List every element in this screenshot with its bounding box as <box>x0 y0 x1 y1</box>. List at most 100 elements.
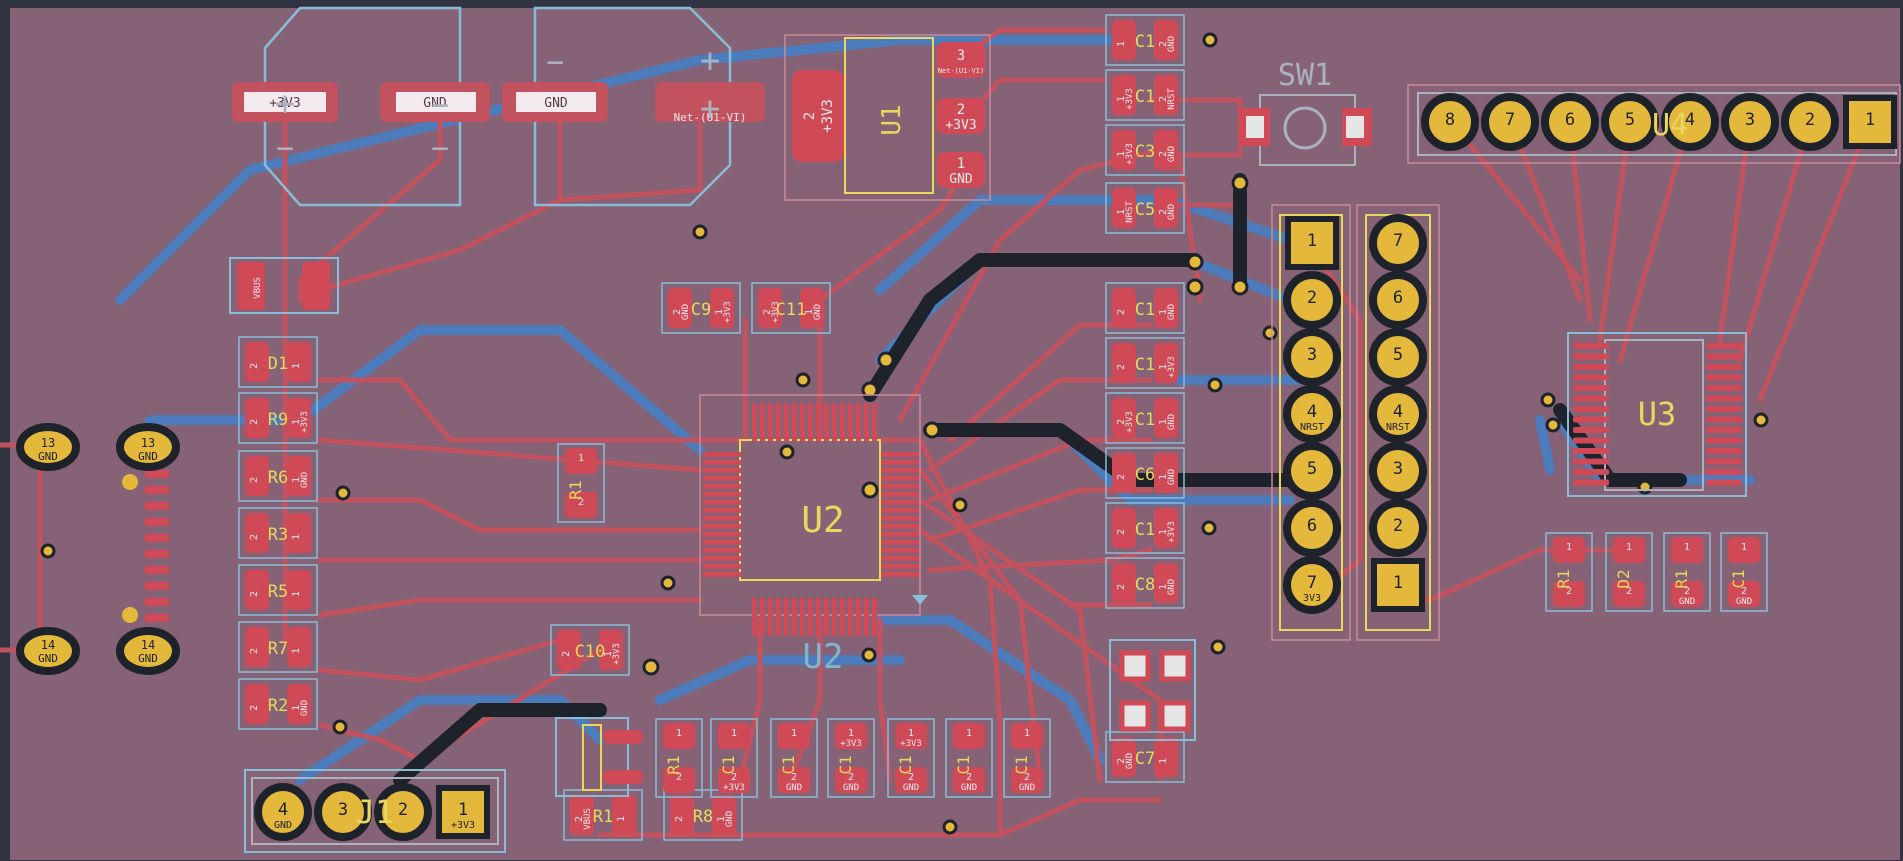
u4-pin-3-num: 3 <box>1745 110 1755 130</box>
c3-pad1-num: 1 <box>1116 151 1127 157</box>
r8-pad2-num: 2 <box>674 816 685 822</box>
u2-pad-left <box>703 508 741 513</box>
u2-pad-bottom <box>784 598 789 636</box>
u2-pad-bottom <box>776 598 781 636</box>
j2-pin-7-num: 7 <box>1307 573 1317 593</box>
r1-pad1-num: 1 <box>616 816 627 822</box>
u2-pad-top <box>872 403 877 441</box>
j3-pin-7-num: 7 <box>1393 231 1403 251</box>
u2-pad-bottom <box>864 598 869 636</box>
r9-pad2-num: 2 <box>249 419 260 425</box>
c1x-label: C1 <box>1135 300 1155 320</box>
usb-pad14-b-num: 14 <box>141 638 155 652</box>
u3-pad-left <box>1573 448 1609 454</box>
u1-pad1-net: GND <box>949 172 973 187</box>
u2-pad-right <box>881 524 919 529</box>
u3-label: U3 <box>1638 395 1677 433</box>
u2-pad-bottom <box>872 598 877 636</box>
u3-pad-right <box>1706 364 1742 370</box>
u2-pad-right <box>881 556 919 561</box>
u3-pad-left <box>1573 437 1609 444</box>
c1x-pad1-num: 1 <box>966 728 972 739</box>
r1-net-bottom: GND <box>1679 597 1695 607</box>
c1x-net-bottom: GND <box>843 783 859 793</box>
u2-pad-bottom <box>752 598 757 636</box>
c11-net-left: +3V3 <box>771 301 781 323</box>
front-fill-island-b <box>1460 230 1560 520</box>
r1-pad1-num: 1 <box>1684 542 1690 553</box>
j3-pin-7: 7 <box>1369 214 1427 272</box>
c1x-pad1-num: 1 <box>1158 529 1169 535</box>
u4-pin-6: 6 <box>1541 93 1599 151</box>
j2-pin-4-num: 4 <box>1307 402 1317 422</box>
j2-outline <box>1271 204 1351 641</box>
u2-pad-right <box>881 468 919 473</box>
c1-pad1-num: 1 <box>1116 41 1127 47</box>
u1-regulator <box>784 34 991 201</box>
r2-net-right: GND <box>300 700 310 716</box>
u2-pad-left <box>703 516 741 521</box>
u2-pad-right <box>881 540 919 545</box>
u3-pad-right <box>1706 343 1742 349</box>
j1-pin-1-num: 1 <box>458 800 468 820</box>
j2-pin-2: 2 <box>1283 271 1341 329</box>
u2-pad-left <box>703 556 741 561</box>
r1-pad2-num: 2 <box>578 497 584 508</box>
usb-pad13-a-net: GND <box>38 450 58 463</box>
r9-label: R9 <box>268 410 288 430</box>
u4-pin-6-num: 6 <box>1565 110 1575 130</box>
c1x-net-right: NRST <box>1167 88 1177 110</box>
r5-pad1-num: 1 <box>291 591 302 597</box>
u3-pad-right <box>1706 427 1742 433</box>
c1x-pad1-num: 1 <box>1741 542 1747 553</box>
u2-pad-left <box>703 468 741 473</box>
j1-pin-1: 1+3V3 <box>436 785 490 839</box>
d1-label: D1 <box>268 354 288 374</box>
u2-pad-right <box>881 548 919 553</box>
c1x-pad2-num: 2 <box>908 772 914 783</box>
c6-pad2-num: 2 <box>1116 474 1127 480</box>
silk-minus-a: − <box>276 131 294 166</box>
r3-pad1-num: 1 <box>291 534 302 540</box>
c1x-vlabel: C1 <box>779 755 798 774</box>
c1-label: C1 <box>1135 32 1155 52</box>
j1-pin-2-num: 2 <box>398 800 408 820</box>
r1-pad1-num: 1 <box>676 728 682 739</box>
c1x-pad2-num: 2 <box>1116 419 1127 425</box>
j2-body <box>1279 214 1343 631</box>
c1x-pad1-num: 1 <box>848 728 854 739</box>
u2-pad-top <box>800 403 805 441</box>
u3-chip <box>1567 332 1747 497</box>
u4-pin-4-num: 4 <box>1685 110 1695 130</box>
u4-label: U4 <box>1652 108 1688 143</box>
silk-plus-b: + <box>700 41 720 81</box>
j2-pin-5-num: 5 <box>1307 459 1317 479</box>
j1-pin-4-net: GND <box>274 820 292 831</box>
u2-pad-right <box>881 572 919 577</box>
u4-pin-4: 4 <box>1661 93 1719 151</box>
u2-pad-top <box>840 403 845 441</box>
u2-pads <box>703 403 919 636</box>
r9-net-right: +3V3 <box>300 411 310 433</box>
j2-pin-1: 1 <box>1285 216 1339 270</box>
u2-pad-top <box>864 403 869 441</box>
u3-pad-left <box>1573 427 1609 433</box>
u2-pad-bottom <box>832 598 837 636</box>
c1x-vlabel: C1 <box>896 755 915 774</box>
c1x-pad2-num: 2 <box>848 772 854 783</box>
r1-pad2-num: 2 <box>676 772 682 783</box>
u2-pad-top <box>816 403 821 441</box>
usb-pad13-b-num: 13 <box>141 436 155 450</box>
